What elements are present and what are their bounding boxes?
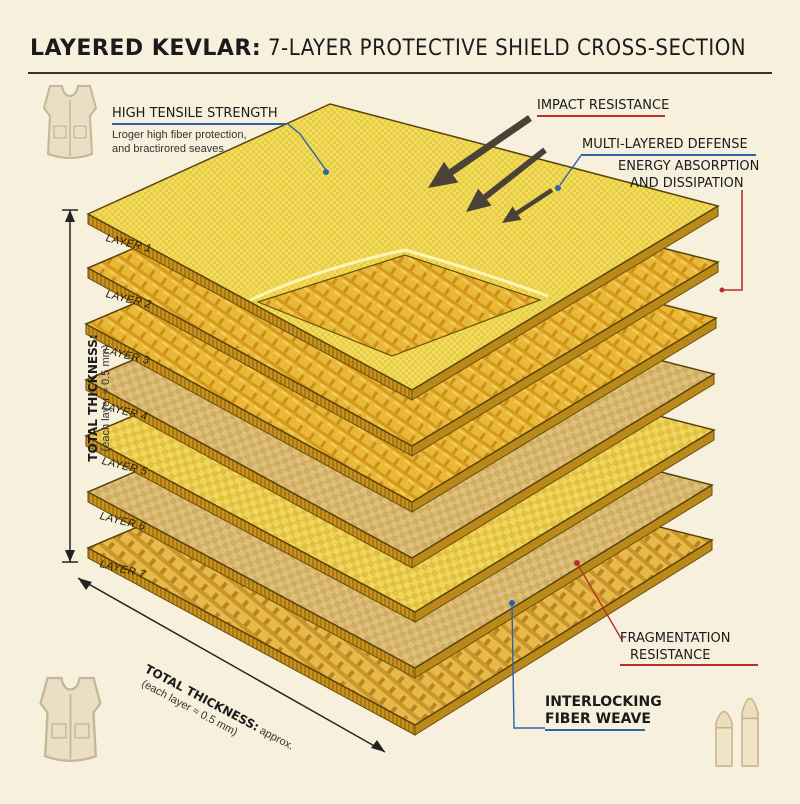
- callout-multi-layered: MULTI-LAYERED DEFENSE: [582, 137, 748, 152]
- vest-icon: [42, 85, 98, 159]
- title-bold: LAYERED KEVLAR:: [30, 36, 262, 61]
- leader-energy-dot: [719, 287, 725, 293]
- callout-high-tensile-line2: and bractirored seaves.: [112, 143, 227, 155]
- kevlar-layer-1: [86, 103, 720, 401]
- vest-icon-pocket-left: [53, 125, 67, 139]
- callout-high-tensile-rule: [112, 123, 287, 125]
- vest-icon-pocket-right: [73, 125, 87, 139]
- leader-high-tensile: [287, 123, 327, 171]
- callout-high-tensile-line1: Lroger high fiber protection,: [112, 129, 247, 141]
- impact-arrow-icon-2-head: [466, 188, 492, 212]
- thickness-vertical-arrow-top: [65, 210, 75, 222]
- impact-arrow-icon-1-shaft: [437, 115, 532, 183]
- callout-multi-rule: [582, 154, 756, 156]
- leader-multi: [559, 153, 583, 186]
- callout-impact-rule: [537, 115, 665, 117]
- callout-interlocking-rule: [545, 729, 645, 731]
- leader-interlocking-dot: [509, 600, 515, 606]
- title-rest: 7-LAYER PROTECTIVE SHIELD CROSS-SECTION: [261, 36, 747, 61]
- bullet-icon: [715, 710, 733, 767]
- leader-high-tensile-dot: [323, 169, 329, 175]
- callout-fragmentation-line1: FRAGMENTATION: [620, 631, 731, 646]
- impact-arrow-icon-2-shaft: [473, 147, 547, 207]
- callout-high-tensile-title: HIGH TENSILE STRENGTH: [112, 106, 278, 121]
- bullet-icon-tip: [741, 697, 759, 720]
- leader-energy: [722, 190, 743, 291]
- callout-interlocking-line2: FIBER WEAVE: [545, 711, 651, 727]
- bullet-icon-tip: [715, 710, 733, 729]
- layer-1-surface: [86, 103, 720, 391]
- thickness-diagonal-arrow-end: [371, 740, 385, 752]
- total-thickness-vertical-note: (each layer ≈ 0.5 mm): [100, 344, 112, 452]
- thickness-vertical-arrow-bottom: [65, 550, 75, 562]
- leader-interlocking: [511, 604, 545, 729]
- total-thickness-vertical: TOTAL THICKNESS: (each layer ≈ 0.5 mm): [86, 308, 122, 488]
- vest-icon-pocket-right: [74, 723, 90, 739]
- bullet-icon-case: [741, 717, 759, 767]
- callout-fragmentation-line2: RESISTANCE: [630, 648, 711, 663]
- leader-fragmentation-dot: [574, 560, 580, 566]
- total-thickness-vertical-title: TOTAL THICKNESS:: [86, 334, 100, 462]
- leader-fragmentation: [577, 564, 623, 641]
- callout-impact-resistance: IMPACT RESISTANCE: [537, 98, 670, 113]
- impact-arrow-icon-3-head: [502, 206, 522, 223]
- callout-energy-line1: ENERGY ABSORPTION: [618, 159, 760, 174]
- bullet-icon-case: [715, 726, 733, 767]
- vest-icon: [39, 676, 102, 762]
- vest-icon-pocket-left: [51, 723, 67, 739]
- callout-fragmentation-rule: [620, 664, 758, 666]
- title-underline: [28, 72, 772, 74]
- thickness-diagonal-line: [77, 577, 386, 753]
- leader-multi-dot: [555, 185, 561, 191]
- impact-arrow-icon-1-head: [428, 161, 459, 188]
- bullet-icon: [741, 697, 759, 767]
- layer-1-cutaway: [256, 254, 542, 357]
- callout-interlocking-line1: INTERLOCKING: [545, 694, 662, 710]
- thickness-diagonal-arrow-start: [78, 578, 92, 590]
- callout-energy-line2: AND DISSIPATION: [630, 176, 744, 191]
- page-title: LAYERED KEVLAR: 7-LAYER PROTECTIVE SHIEL…: [30, 36, 770, 61]
- layer-1-peeled-edge: [249, 248, 549, 302]
